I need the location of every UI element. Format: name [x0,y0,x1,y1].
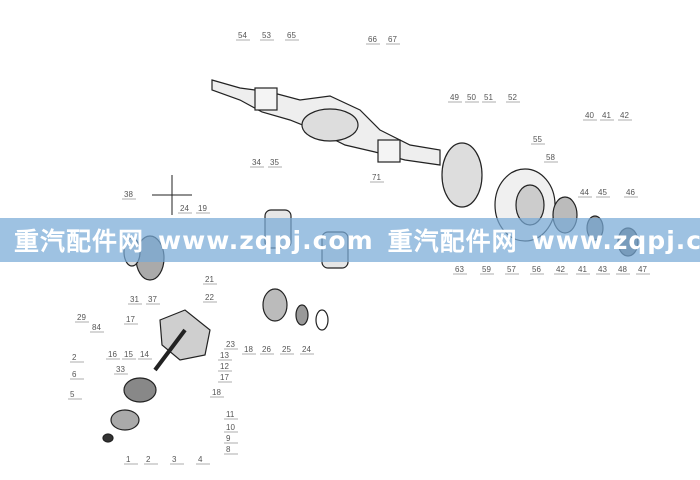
callout-label: 44 [580,188,589,197]
callout-label: 40 [585,111,594,120]
callout-label: 50 [467,93,476,102]
callout-label: 11 [226,410,235,419]
pinion-flange [123,377,157,403]
callout-label: 17 [220,373,229,382]
callout-label: 19 [198,204,207,213]
callout-label: 2 [72,353,77,362]
callout-label: 4 [198,455,203,464]
callout-label: 17 [126,315,135,324]
callout-label: 65 [287,31,296,40]
callout-label: 29 [77,313,86,322]
callout-label: 58 [546,153,555,162]
callout-label: 1 [126,455,131,464]
callout-label: 18 [212,388,221,397]
watermark-text: 重汽配件网 [14,227,145,256]
callout-label: 63 [455,265,464,274]
spring-seat-left [254,87,278,111]
callout-label: 51 [484,93,493,102]
callout-label: 53 [262,31,271,40]
callout-label: 24 [302,345,311,354]
watermark-url: www.zqpj.com [531,225,700,255]
pinion-cage [110,409,140,431]
callout-label: 54 [238,31,247,40]
callout-label: 42 [556,265,565,274]
callout-label: 15 [124,350,133,359]
callout-label: 9 [226,434,231,443]
callout-label: 33 [116,365,125,374]
callout-label: 18 [244,345,253,354]
callout-label: 34 [252,158,261,167]
callout-label: 42 [620,111,629,120]
callout-label: 67 [388,35,397,44]
callout-label: 25 [282,345,291,354]
watermark-url: www.zqpj.com [158,225,374,255]
oil-seal [315,309,329,331]
callout-label: 49 [450,93,459,102]
callout-label: 57 [507,265,516,274]
callout-label: 45 [598,188,607,197]
callout-label: 21 [205,275,214,284]
center-mark [152,175,192,215]
differential-case [262,288,288,322]
pinion-shaft [153,328,187,372]
callout-label: 10 [226,423,235,432]
callout-label: 2 [146,455,151,464]
callout-label: 14 [140,350,149,359]
callout-label: 41 [578,265,587,274]
callout-label: 55 [533,135,542,144]
callout-label: 43 [598,265,607,274]
callout-label: 46 [626,188,635,197]
callout-label: 66 [368,35,377,44]
callout-label: 6 [72,370,77,379]
pinion-nut [102,433,114,443]
watermark-text: 重汽配件网 [387,227,518,256]
callout-label: 26 [262,345,271,354]
callout-label: 31 [130,295,139,304]
callout-label: 12 [220,362,229,371]
callout-label: 47 [638,265,647,274]
callout-label: 52 [508,93,517,102]
callout-label: 56 [532,265,541,274]
callout-label: 59 [482,265,491,274]
callout-label: 84 [92,323,101,332]
callout-label: 13 [220,351,229,360]
callout-label: 23 [226,340,235,349]
callout-label: 16 [108,350,117,359]
callout-label: 37 [148,295,157,304]
bearing-cup [295,304,309,326]
callout-label: 3 [172,455,177,464]
brake-backing-plate [441,142,483,208]
housing-center-bowl [301,108,359,142]
callout-label: 24 [180,204,189,213]
callout-label: 8 [226,445,231,454]
callout-label: 38 [124,190,133,199]
callout-label: 48 [618,265,627,274]
callout-label: 41 [602,111,611,120]
watermark-band: 重汽配件网 www.zqpj.com 重汽配件网 www.zqpj.com [0,218,700,262]
callout-label: 71 [372,173,381,182]
spring-seat-right [377,139,401,163]
callout-label: 35 [270,158,279,167]
callout-label: 22 [205,293,214,302]
callout-label: 5 [70,390,75,399]
